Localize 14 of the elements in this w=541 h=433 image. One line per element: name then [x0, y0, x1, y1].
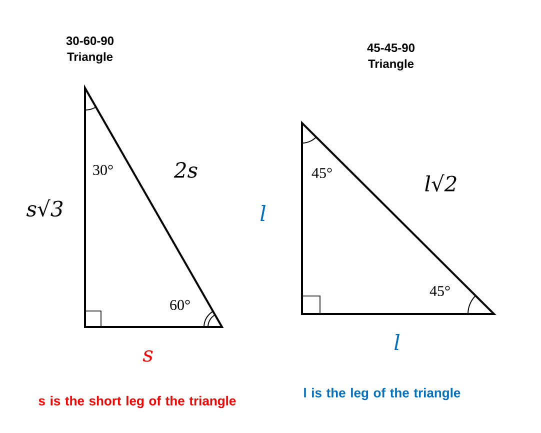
- triangle-title: 30-60-90 Triangle: [66, 36, 114, 64]
- side-length: l: [260, 205, 266, 221]
- side-length: s: [142, 350, 153, 362]
- angle-label: 30°: [93, 164, 113, 176]
- angle-label: 60°: [170, 300, 190, 310]
- angle-label: 45°: [312, 168, 332, 178]
- angle-label: 45°: [430, 286, 450, 296]
- side-length: l: [394, 334, 400, 350]
- note: l is the leg of the triangle: [304, 388, 460, 400]
- side-length: s√3: [26, 199, 62, 217]
- note: s is the short leg of the triangle: [38, 396, 236, 408]
- side-length: l√2: [425, 174, 456, 192]
- side-length: 2s: [174, 162, 198, 178]
- triangle-title: 45-45-90 Triangle: [367, 44, 415, 70]
